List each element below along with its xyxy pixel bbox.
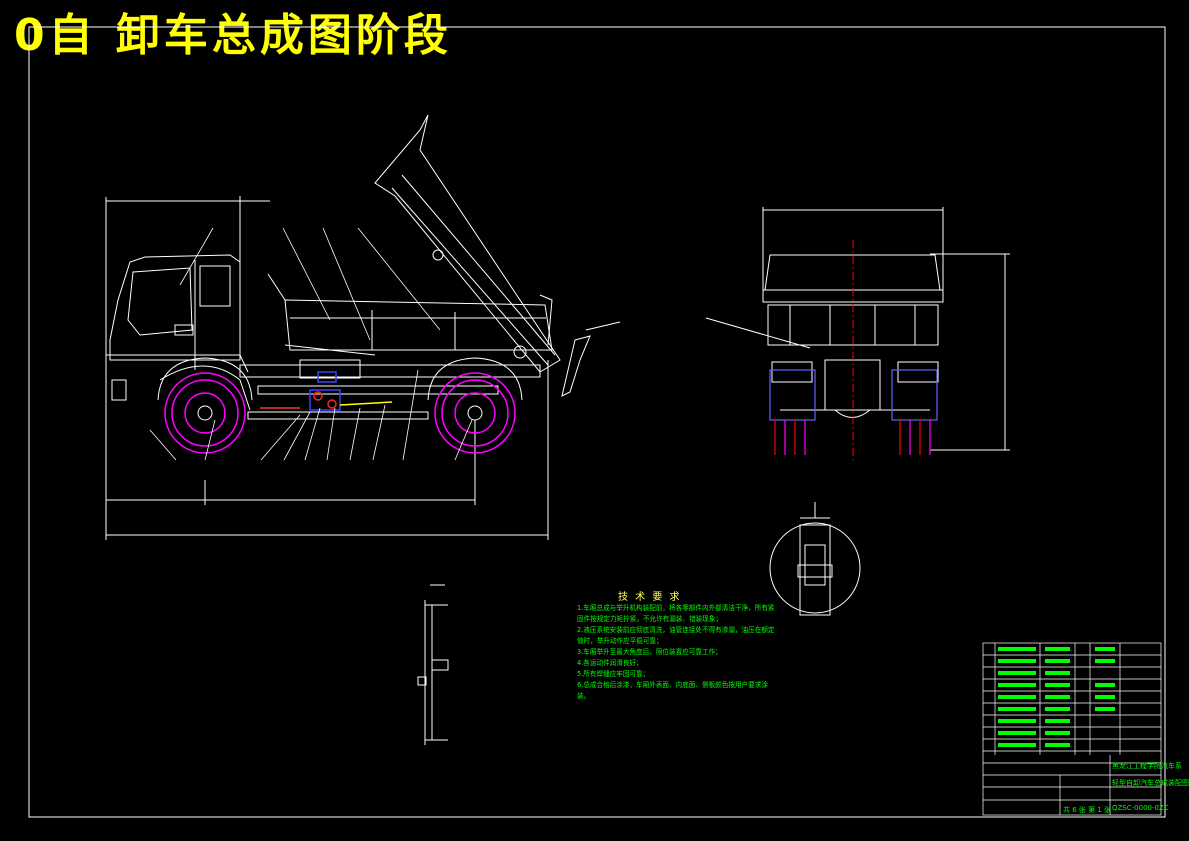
drawing-number: QZSC-0000-0ZC: [1112, 804, 1169, 812]
company-name: 黑龙江工程学院汽车系: [1112, 761, 1182, 770]
side-view-wheels: [164, 372, 516, 454]
bom-entries: [998, 647, 1115, 747]
detail-view: [769, 502, 861, 616]
tech-item: 3.车厢举升至最大角度后，限位装置应可靠工作；: [577, 648, 722, 656]
title-block-text: 黑龙江工程学院汽车系 轻型自卸汽车总成装配图 QZSC-0000-0ZC 共 6…: [1063, 761, 1189, 814]
tech-item: 6.总成合格后涂漆，车厢外表面、内底面、侧板颜色按用户要求涂装。: [577, 681, 768, 700]
drawing-border: [28, 26, 1166, 818]
tech-item: 1.车厢总成与举升机构装配前，将各零部件内外部清洁干净，所有紧固件按规定力矩拧紧…: [577, 604, 775, 623]
sheet-info: 共 6 张 第 1 张: [1063, 805, 1111, 814]
tech-requirements-list: 1.车厢总成与举升机构装配前，将各零部件内外部清洁干净，所有紧固件按规定力矩拧紧…: [577, 603, 777, 702]
rear-view: [705, 207, 1010, 451]
title-block: [982, 642, 1162, 816]
tech-item: 5.所有焊缝应牢固可靠；: [577, 670, 650, 678]
page-title: 0自 卸车总成图阶段: [14, 10, 452, 61]
hydraulic-assembly: [260, 371, 393, 411]
drawing-name: 轻型自卸汽车总成装配图: [1112, 778, 1189, 787]
section-detail: [417, 584, 449, 745]
tech-item: 4.各运动件润滑良好；: [577, 659, 643, 667]
tech-item: 2.液压系统安装前应彻底清洗，油管连接处不得有渗漏，油压在额定值时，举升动作应平…: [577, 626, 775, 645]
wheel-hubs: [157, 357, 523, 421]
side-view: [105, 114, 621, 540]
callout-lines: [149, 227, 473, 461]
tech-requirements-heading: 技 术 要 求: [618, 592, 682, 603]
rear-view-tires: [769, 369, 938, 455]
